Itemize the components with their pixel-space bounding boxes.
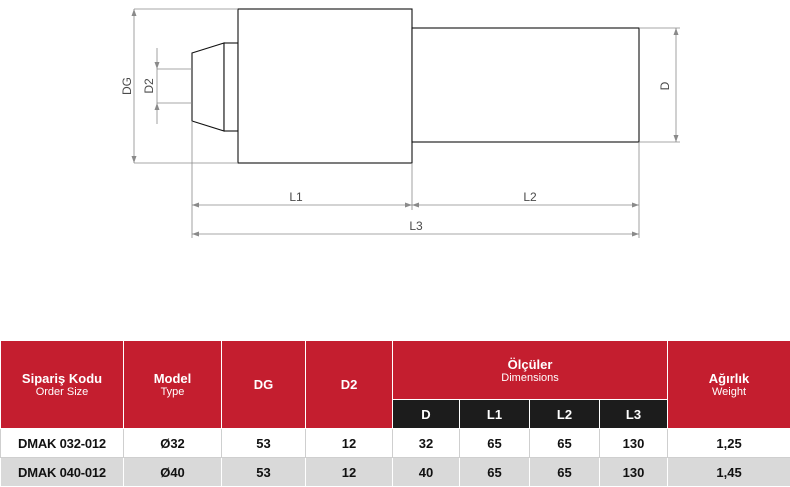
- technical-drawing: DG D2 D L1 L2 L3: [120, 8, 680, 238]
- weight-header-main: Ağırlık: [708, 371, 750, 386]
- main-body: [237, 8, 413, 164]
- order-code-cell: DMAK 032-012: [0, 428, 124, 458]
- l3-label: L3: [409, 219, 423, 233]
- length-dimensions: L1 L2: [191, 121, 640, 238]
- dimensions-header: Ölçüler Dimensions: [391, 340, 669, 400]
- l2-cell: 65: [529, 428, 600, 458]
- model-header-sub: Type: [160, 386, 185, 398]
- d2-header-label: D2: [340, 377, 358, 392]
- model-cell: Ø32: [123, 428, 222, 458]
- dg-label: DG: [120, 77, 134, 95]
- d2-cell: 12: [305, 428, 393, 458]
- d2-dimension: D2: [142, 48, 192, 124]
- l1-label: L1: [289, 190, 303, 204]
- order-code-header-sub: Order Size: [35, 386, 89, 398]
- dimensions-header-main: Ölçüler: [507, 356, 553, 372]
- dg-cell: 53: [221, 457, 306, 487]
- table-row: DMAK 040-012 Ø40 53 12 40 65 65 130 1,45: [0, 457, 790, 487]
- dg-header-label: DG: [253, 377, 274, 392]
- d2-label: D2: [142, 78, 156, 94]
- l2-cell: 65: [529, 457, 600, 487]
- shank: [411, 27, 640, 143]
- spec-table: Sipariş Kodu Order Size Model Type DG D2…: [0, 340, 790, 487]
- l1-cell: 65: [459, 428, 530, 458]
- l1-subheader: L1: [459, 399, 530, 429]
- order-code-header-main: Sipariş Kodu: [21, 371, 103, 386]
- l3-cell: 130: [598, 428, 669, 458]
- l2-subheader: L2: [529, 399, 600, 429]
- model-header: Model Type: [123, 340, 222, 429]
- model-cell: Ø40: [123, 457, 222, 487]
- d-cell: 40: [392, 457, 460, 487]
- d-label: D: [658, 81, 672, 90]
- weight-header-sub: Weight: [712, 386, 747, 398]
- d-cell: 32: [392, 428, 460, 458]
- model-header-main: Model: [153, 371, 192, 386]
- l3-subheader: L3: [598, 399, 669, 429]
- weight-header: Ağırlık Weight: [667, 340, 790, 429]
- tapered-nose: [191, 42, 225, 132]
- l3-dimension: L3: [192, 219, 639, 237]
- table-row: DMAK 032-012 Ø32 53 12 32 65 65 130 1,25: [0, 428, 790, 458]
- dg-cell: 53: [221, 428, 306, 458]
- d2-header: D2: [305, 340, 393, 429]
- l3-cell: 130: [598, 457, 669, 487]
- dg-dimension: DG: [120, 8, 238, 164]
- dg-header: DG: [221, 340, 306, 429]
- l1-cell: 65: [459, 457, 530, 487]
- weight-cell: 1,25: [667, 428, 790, 458]
- nose-collar: [223, 42, 239, 132]
- dimensions-header-sub: Dimensions: [501, 371, 559, 384]
- order-code-cell: DMAK 040-012: [0, 457, 124, 487]
- d-dimension: D: [639, 27, 680, 143]
- d2-cell: 12: [305, 457, 393, 487]
- l2-label: L2: [523, 190, 537, 204]
- d-subheader: D: [392, 399, 460, 429]
- weight-cell: 1,45: [667, 457, 790, 487]
- order-code-header: Sipariş Kodu Order Size: [0, 340, 124, 429]
- part-outline: [191, 8, 640, 164]
